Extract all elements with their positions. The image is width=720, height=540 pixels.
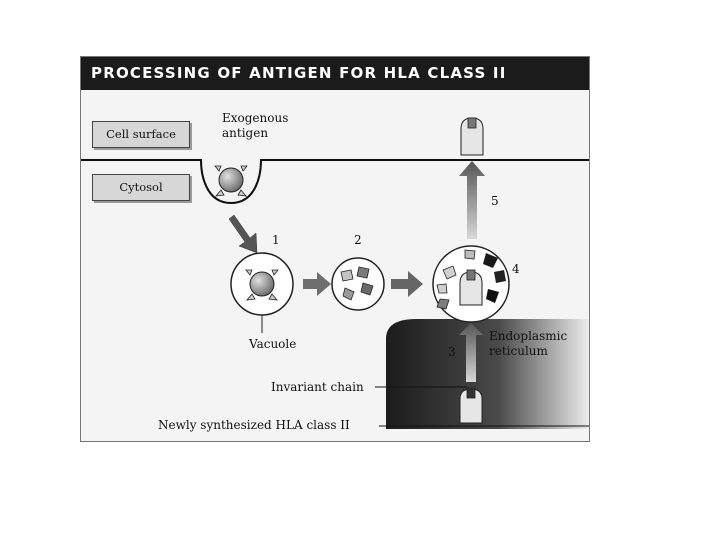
cytosol-box: Cytosol: [92, 174, 190, 201]
arrow-step-2: [303, 272, 331, 296]
newly-synthesized-hla-class-ii: [460, 388, 482, 423]
degradation-vesicle: [332, 258, 384, 310]
cell-surface-box: Cell surface: [92, 121, 190, 148]
arrow-to-step-4: [391, 271, 423, 297]
vacuole-circle: [231, 253, 293, 315]
step-number-3: 3: [448, 345, 456, 359]
arrow-step-1: [229, 215, 257, 253]
newly-synthesized-hla-label: Newly synthesized HLA class II: [158, 418, 350, 433]
step-number-1: 1: [272, 233, 280, 247]
exogenous-label-line-1: Exogenous: [222, 111, 288, 126]
step-number-4: 4: [512, 262, 520, 276]
step-number-5: 5: [491, 194, 499, 208]
exogenous-antigen-label: Exogenous antigen: [222, 111, 288, 141]
cytosol-label: Cytosol: [119, 180, 162, 194]
vacuole-label: Vacuole: [249, 337, 296, 352]
exogenous-antigen-particle: [215, 166, 247, 196]
step-number-2: 2: [354, 233, 362, 247]
peptide-loading-compartment: [433, 246, 509, 322]
invariant-chain-label: Invariant chain: [271, 380, 364, 395]
arrow-step-5: [459, 161, 485, 239]
er-label-line-1: Endoplasmic: [489, 329, 567, 344]
figure-panel: PROCESSING OF ANTIGEN FOR HLA CLASS II: [80, 56, 590, 442]
cell-surface-label: Cell surface: [106, 127, 176, 141]
surface-hla-class-ii: [461, 118, 483, 155]
er-label-line-2: reticulum: [489, 344, 567, 359]
endoplasmic-reticulum-label: Endoplasmic reticulum: [489, 329, 567, 359]
exogenous-label-line-2: antigen: [222, 126, 288, 141]
